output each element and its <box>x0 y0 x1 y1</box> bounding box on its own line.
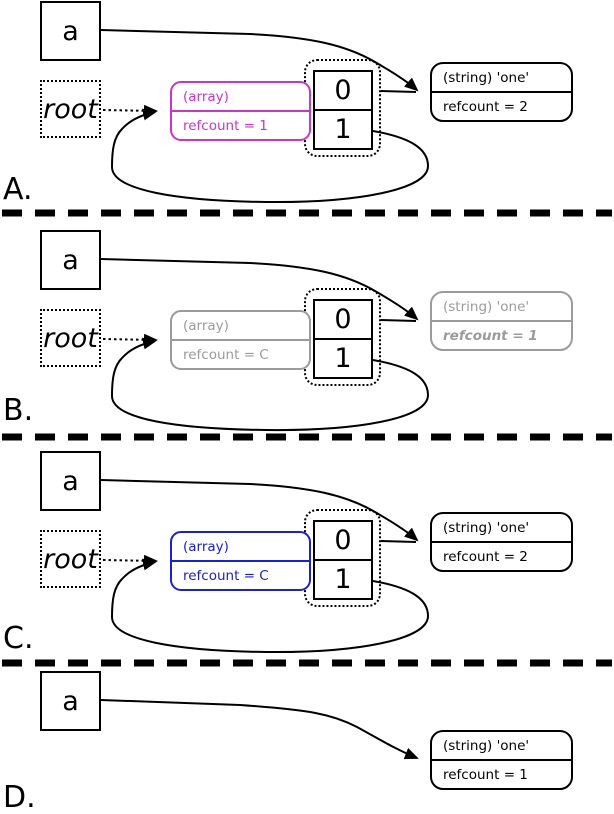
zval-type-label: (string) 'one' <box>443 298 530 315</box>
variable-label: a <box>62 244 79 276</box>
a-to-string-arrow <box>100 699 419 760</box>
cell0-to-string-line <box>380 540 417 543</box>
array-zval: (array) refcount = C <box>170 531 311 591</box>
zval-type-label: (array) <box>183 538 229 555</box>
root-to-array-arrow <box>102 554 158 567</box>
hashtable-cells: 0 1 <box>313 70 373 150</box>
variable-label: a <box>62 685 79 717</box>
panel-label-d: D. <box>3 780 36 814</box>
zval-refcount-label: refcount = 2 <box>432 541 571 570</box>
cell-1: 1 <box>315 338 371 377</box>
zval-type-label: (string) 'one' <box>443 519 530 536</box>
root-to-array-arrow <box>102 333 158 346</box>
variable-box-a: a <box>40 230 101 290</box>
root-label: root <box>43 322 98 354</box>
root-label: root <box>43 543 98 575</box>
cell0-to-string-line <box>380 90 417 93</box>
root-to-array-arrow <box>102 104 158 117</box>
variable-box-a: a <box>40 1 101 61</box>
cell-0: 0 <box>334 75 352 106</box>
zval-type-label: (array) <box>183 88 229 105</box>
root-box: root <box>40 309 101 367</box>
cell0-to-string-line <box>380 319 417 322</box>
cell-1: 1 <box>315 559 371 598</box>
zval-refcount-label: refcount = 1 <box>432 759 571 788</box>
hashtable-cells: 0 1 <box>313 520 373 600</box>
string-zval: (string) 'one' refcount = 1 <box>430 291 573 351</box>
zval-refcount-label: refcount = 1 <box>432 320 571 349</box>
root-label: root <box>43 93 98 125</box>
string-zval: (string) 'one' refcount = 1 <box>430 730 573 790</box>
root-box: root <box>40 80 101 138</box>
panel-label-b: B. <box>3 393 34 428</box>
zval-type-label: (string) 'one' <box>443 737 530 754</box>
zval-refcount-label: refcount = C <box>172 560 309 589</box>
string-zval: (string) 'one' refcount = 2 <box>430 512 573 572</box>
hashtable-cells: 0 1 <box>313 299 373 379</box>
zval-refcount-label: refcount = C <box>172 339 309 368</box>
zval-type-label: (array) <box>183 317 229 334</box>
zval-refcount-label: refcount = 1 <box>172 110 309 139</box>
zval-refcount-label: refcount = 2 <box>432 91 571 120</box>
cell-1: 1 <box>315 109 371 148</box>
cell-0: 0 <box>334 304 352 335</box>
zval-type-label: (string) 'one' <box>443 69 530 86</box>
root-box: root <box>40 530 101 588</box>
cell-0: 0 <box>334 525 352 556</box>
string-zval: (string) 'one' refcount = 2 <box>430 62 573 122</box>
array-zval: (array) refcount = C <box>170 310 311 370</box>
variable-box-a: a <box>40 671 101 731</box>
variable-label: a <box>62 465 79 497</box>
array-zval: (array) refcount = 1 <box>170 81 311 141</box>
panel-label-a: A. <box>3 172 33 207</box>
panel-label-c: C. <box>3 621 34 656</box>
variable-label: a <box>62 15 79 47</box>
variable-box-a: a <box>40 451 101 511</box>
